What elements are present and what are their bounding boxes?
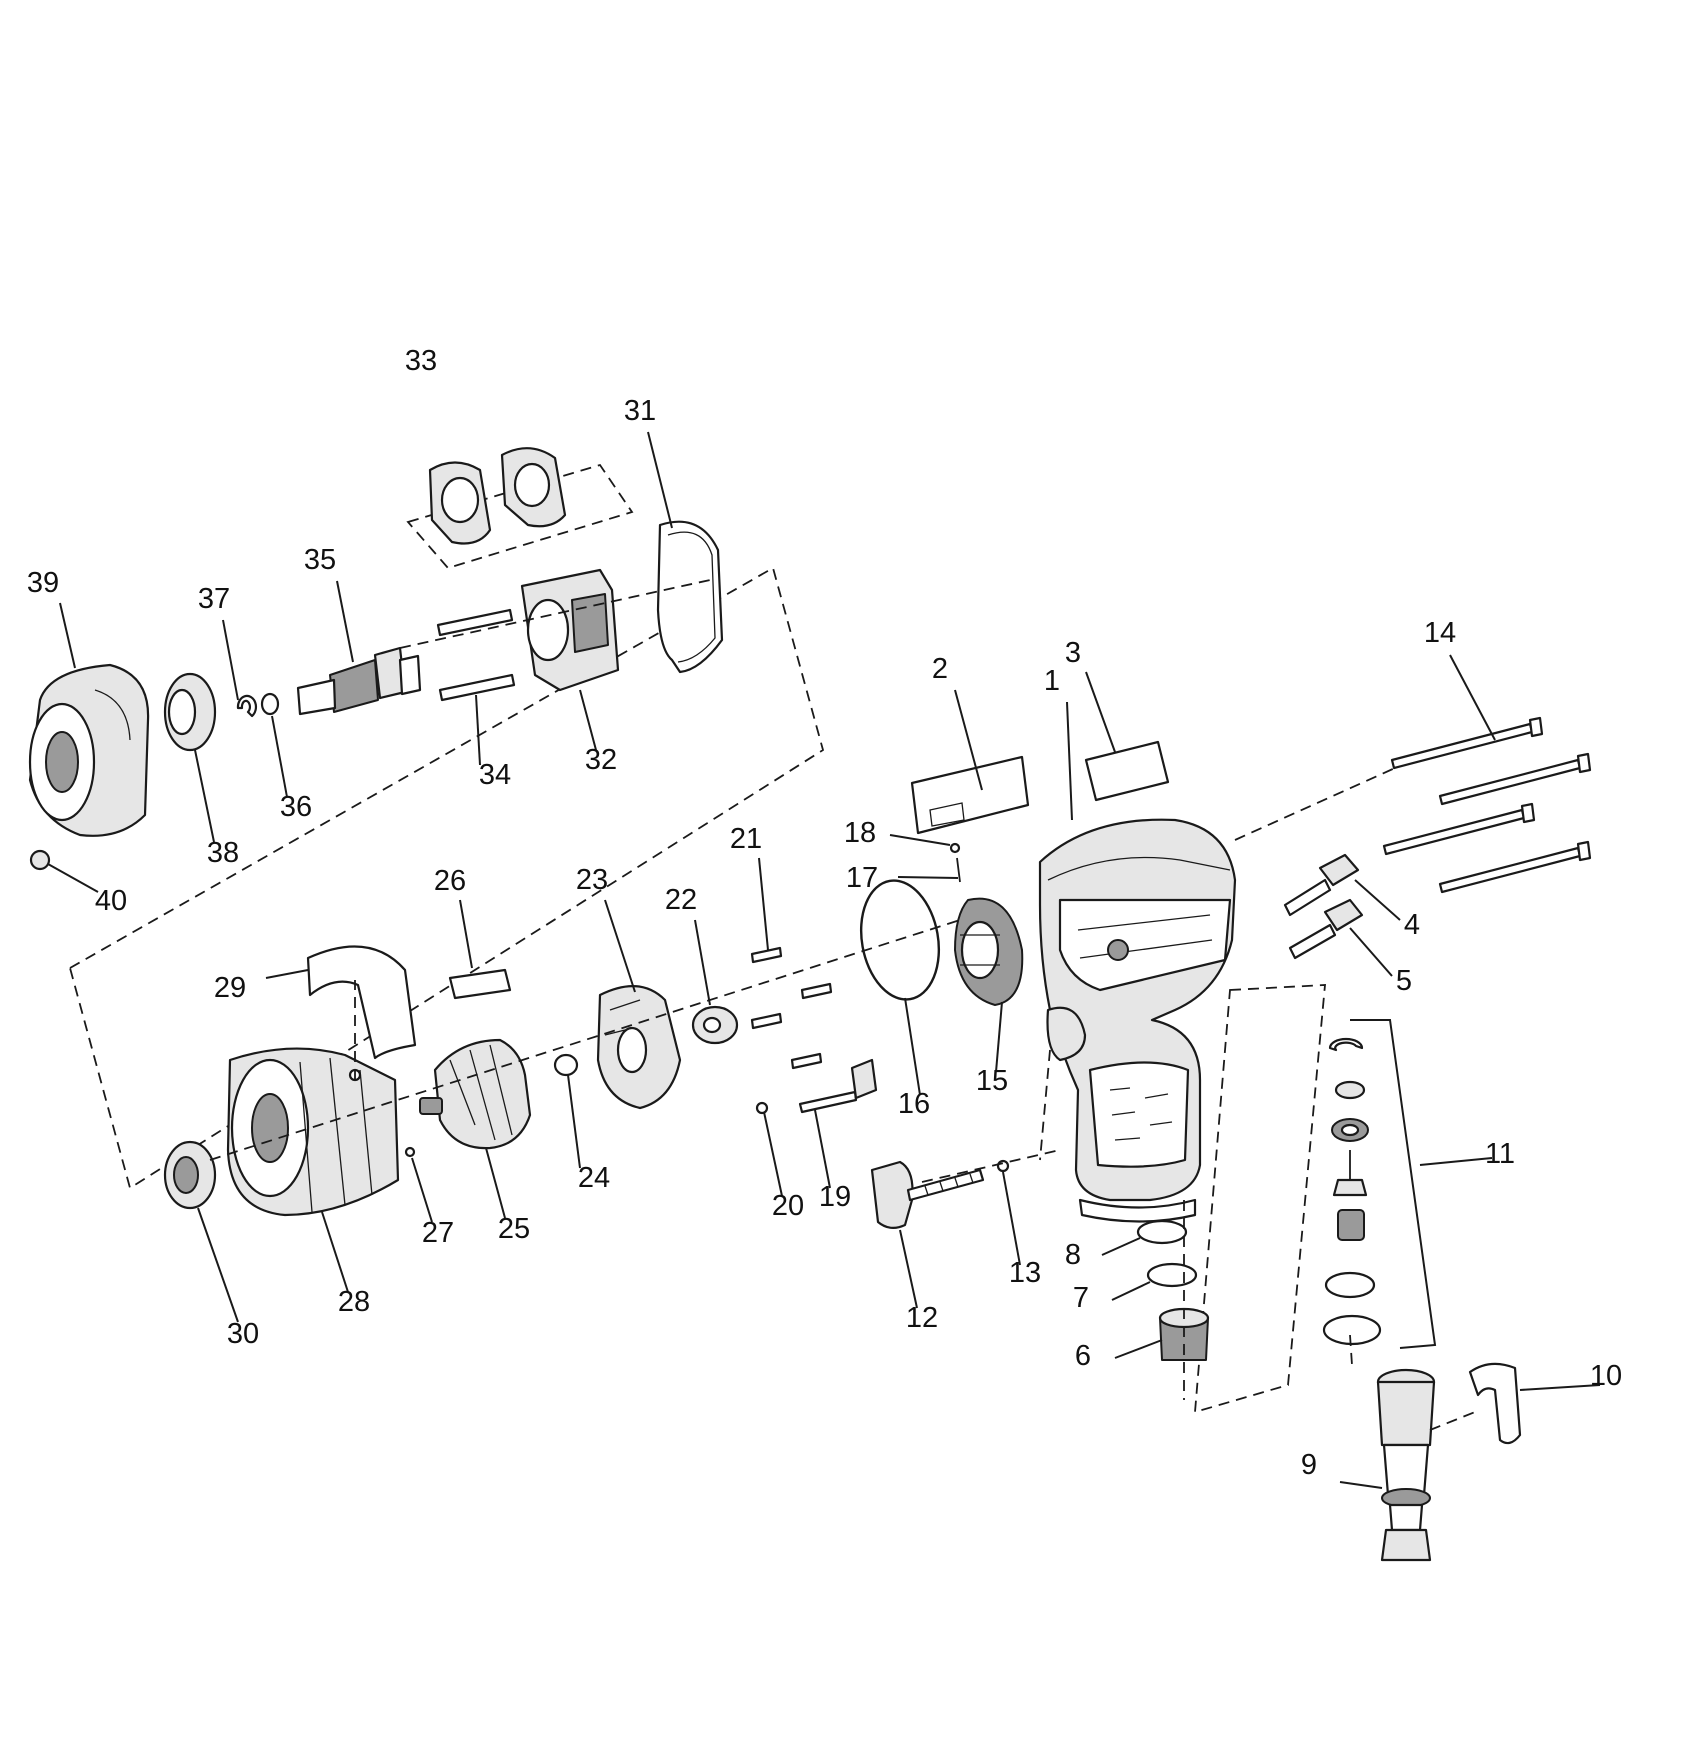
- callout-22: 22: [665, 884, 697, 916]
- part-6-inlet-bushing: [1158, 1307, 1210, 1361]
- part-16-o-ring: [859, 879, 941, 1001]
- part-38-bushing: [163, 672, 217, 752]
- callout-37: 37: [198, 583, 230, 615]
- callout-27: 27: [422, 1217, 454, 1249]
- callout-30: 30: [227, 1318, 259, 1350]
- callout-35: 35: [304, 544, 336, 576]
- part-4-reverse-valve: [1283, 853, 1360, 917]
- part-37-retaining-ring: [236, 694, 258, 718]
- part-3-label: [1084, 740, 1170, 802]
- callout-21: 21: [730, 823, 762, 855]
- callout-5: 5: [1396, 965, 1412, 997]
- part-8-o-ring: [1136, 1219, 1188, 1245]
- callout-3: 3: [1065, 637, 1081, 669]
- part-13-spring: [996, 1159, 1010, 1173]
- part-11-inlet-valve-stack: [1322, 1037, 1382, 1346]
- callout-31: 31: [624, 395, 656, 427]
- part-2-label-plate: [910, 755, 1030, 835]
- part-36-o-ring: [260, 692, 280, 716]
- part-29-liner: [306, 945, 417, 1060]
- callout-4: 4: [1404, 909, 1420, 941]
- part-14-bolts: [1382, 716, 1592, 894]
- part-30-bearing: [163, 1140, 217, 1210]
- callout-9: 9: [1301, 1449, 1317, 1481]
- callout-12: 12: [906, 1302, 938, 1334]
- callout-38: 38: [207, 837, 239, 869]
- part-15-end-plate: [954, 897, 1024, 1006]
- part-27-pin: [404, 1146, 416, 1158]
- callout-33: 33: [405, 345, 437, 377]
- callout-7: 7: [1073, 1282, 1089, 1314]
- callout-1: 1: [1044, 665, 1060, 697]
- callout-6: 6: [1075, 1340, 1091, 1372]
- callout-23: 23: [576, 864, 608, 896]
- part-31-gasket: [656, 520, 724, 674]
- part-7-o-ring: [1146, 1262, 1198, 1288]
- part-25-rotor: [419, 1038, 532, 1150]
- callout-2: 2: [932, 653, 948, 685]
- part-10-swivel-clip: [1468, 1362, 1522, 1445]
- part-28-cylinder: [226, 1047, 400, 1217]
- leader-lines: [47, 431, 1601, 1489]
- callout-20: 20: [772, 1190, 804, 1222]
- part-26-vane: [448, 968, 512, 1000]
- callout-26: 26: [434, 865, 466, 897]
- callout-18: 18: [844, 817, 876, 849]
- callout-32: 32: [585, 744, 617, 776]
- part-33-hammers: [428, 447, 567, 545]
- part-17-18-pin-spring: [949, 842, 961, 883]
- part-20-o-ring: [755, 1101, 769, 1115]
- callout-11: 11: [1485, 1138, 1515, 1170]
- callout-28: 28: [338, 1286, 370, 1318]
- part-21-screws: [750, 946, 833, 1070]
- callout-14: 14: [1424, 617, 1456, 649]
- callout-24: 24: [578, 1162, 610, 1194]
- part-1-housing: [1038, 818, 1237, 1223]
- callout-16: 16: [898, 1088, 930, 1120]
- callout-40: 40: [95, 885, 127, 917]
- callout-8: 8: [1065, 1239, 1081, 1271]
- part-12-trigger: [870, 1160, 985, 1229]
- callout-19: 19: [819, 1181, 851, 1213]
- callout-13: 13: [1009, 1257, 1041, 1289]
- part-35-anvil: [296, 646, 422, 716]
- callout-29: 29: [214, 972, 246, 1004]
- part-5-reverse-valve: [1288, 898, 1364, 960]
- part-39-front-cover: [28, 663, 150, 837]
- callout-25: 25: [498, 1213, 530, 1245]
- callout-36: 36: [280, 791, 312, 823]
- part-22-bearing: [691, 1005, 739, 1045]
- assembly-axes: [209, 579, 1481, 1431]
- callout-34: 34: [479, 759, 511, 791]
- part-23-rear-end-plate: [596, 985, 682, 1110]
- part-24-washer: [553, 1053, 579, 1077]
- part-19-throttle-valve: [798, 1058, 878, 1114]
- callout-17: 17: [846, 862, 878, 894]
- part-32-hammer-frame: [520, 568, 620, 692]
- callout-10: 10: [1590, 1360, 1622, 1392]
- callout-15: 15: [976, 1065, 1008, 1097]
- part-40-screw: [29, 849, 51, 871]
- callout-39: 39: [27, 567, 59, 599]
- part-34-pins: [436, 608, 516, 702]
- part-9-air-inlet: [1376, 1368, 1436, 1562]
